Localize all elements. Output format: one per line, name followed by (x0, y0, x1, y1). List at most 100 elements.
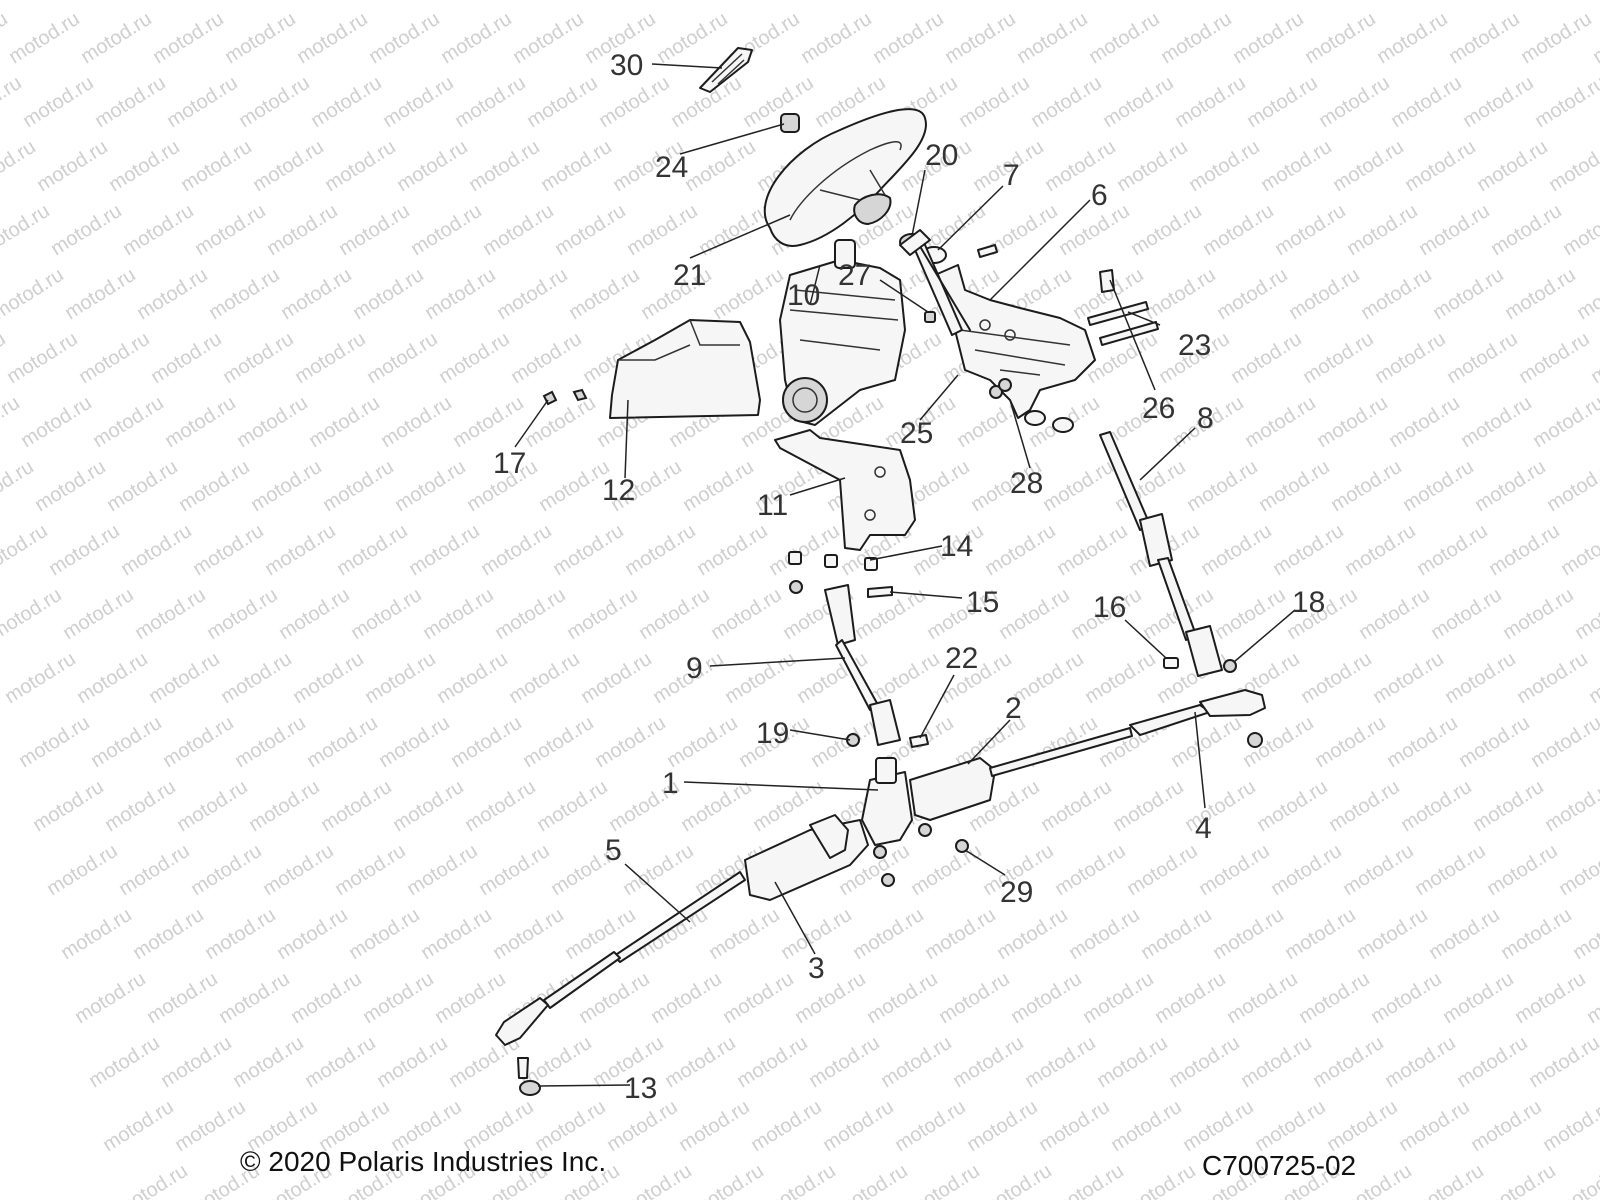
watermark-text: motod.ru (215, 968, 294, 1028)
watermark-text: motod.ru (249, 136, 328, 196)
watermark-text: motod.ru (1237, 1032, 1316, 1092)
callout-3: 3 (808, 952, 825, 985)
watermark-text: motod.ru (349, 264, 428, 324)
watermark-text: motod.ru (461, 776, 540, 836)
watermark-text: motod.ru (231, 712, 310, 772)
watermark-text: motod.ru (1429, 264, 1508, 324)
watermark-text: motod.ru (1515, 328, 1594, 388)
watermark-text: motod.ru (1385, 392, 1464, 452)
watermark-text: motod.ru (17, 392, 96, 452)
watermark-text: motod.ru (999, 0, 1078, 4)
bolts-part-14 (788, 551, 878, 571)
watermark-text: motod.ru (1071, 0, 1150, 4)
watermark-text: motod.ru (1113, 136, 1192, 196)
watermark-text: motod.ru (1325, 776, 1404, 836)
watermark-text: motod.ru (261, 520, 340, 580)
watermark-text: motod.ru (1411, 840, 1490, 900)
watermark-text: motod.ru (563, 584, 642, 644)
watermark-text: motod.ru (159, 712, 238, 772)
watermark-text: motod.ru (1269, 520, 1348, 580)
watermark-text: motod.ru (177, 136, 256, 196)
watermark-text: motod.ru (105, 136, 184, 196)
watermark-text: motod.ru (1151, 968, 1230, 1028)
callout-24: 24 (655, 151, 688, 184)
watermark-text: motod.ru (1215, 0, 1294, 4)
watermark-text: motod.ru (1545, 136, 1600, 196)
watermark-text: motod.ru (955, 72, 1034, 132)
watermark-text: motod.ru (3, 328, 82, 388)
watermark-text: motod.ru (1257, 136, 1336, 196)
watermark-text: motod.ru (1041, 136, 1120, 196)
watermark-text: motod.ru (5, 8, 84, 68)
watermark-text: motod.ru (1311, 712, 1390, 772)
bolt-part-15 (867, 586, 893, 598)
watermark-text: motod.ru (1487, 200, 1566, 260)
watermark-text: motod.ru (421, 264, 500, 324)
watermark-text: motod.ru (1183, 456, 1262, 516)
watermark-text: motod.ru (479, 200, 558, 260)
watermark-text: motod.ru (1013, 8, 1092, 68)
watermark-text: motod.ru (505, 648, 584, 708)
watermark-text: motod.ru (1453, 1032, 1532, 1092)
watermark-text: motod.ru (273, 904, 352, 964)
watermark-text: motod.ru (1355, 584, 1434, 644)
callout-25: 25 (900, 417, 933, 450)
watermark-text: motod.ru (1241, 392, 1320, 452)
watermark-text: motod.ru (145, 648, 224, 708)
watermark-text: motod.ru (1503, 0, 1582, 4)
watermark-text: motod.ru (1157, 8, 1236, 68)
callout-5: 5 (605, 834, 622, 867)
watermark-text: motod.ru (865, 648, 944, 708)
watermark-text: motod.ru (977, 1160, 1056, 1200)
watermark-text: motod.ru (1541, 776, 1600, 836)
callout-16: 16 (1093, 591, 1126, 624)
callout-14: 14 (940, 530, 973, 563)
watermark-text: motod.ru (317, 776, 396, 836)
watermark-text: motod.ru (405, 520, 484, 580)
callout-19: 19 (756, 717, 789, 750)
gas-strut-part-25 (899, 229, 971, 336)
watermark-text: motod.ru (1359, 0, 1438, 4)
watermark-text: motod.ru (259, 840, 338, 900)
watermark-text: motod.ru (1427, 584, 1506, 644)
watermark-text: motod.ru (1099, 72, 1178, 132)
watermark-text: motod.ru (565, 264, 644, 324)
watermark-text: motod.ru (1287, 0, 1366, 4)
watermark-text: motod.ru (1553, 1160, 1600, 1200)
watermark-text: motod.ru (1093, 1032, 1172, 1092)
watermark-text: motod.ru (1313, 392, 1392, 452)
watermark-text: motod.ru (533, 776, 612, 836)
watermark-text: motod.ru (247, 456, 326, 516)
watermark-text: motod.ru (393, 136, 472, 196)
callout-17: 17 (493, 447, 526, 480)
watermark-text: motod.ru (1243, 72, 1322, 132)
watermark-text: motod.ru (1455, 712, 1534, 772)
watermark-text: motod.ru (783, 0, 862, 4)
watermark-text: motod.ru (1559, 200, 1600, 260)
watermark-text: motod.ru (275, 584, 354, 644)
watermark-text: motod.ru (161, 392, 240, 452)
watermark-text: motod.ru (293, 8, 372, 68)
watermark-text: motod.ru (1329, 136, 1408, 196)
watermark-text: motod.ru (319, 456, 398, 516)
watermark-text: motod.ru (1255, 456, 1334, 516)
watermark-text: motod.ru (0, 0, 70, 4)
watermark-text: motod.ru (819, 1096, 898, 1156)
watermark-text: motod.ru (1415, 200, 1494, 260)
watermark-text: motod.ru (647, 968, 726, 1028)
watermark-text: motod.ru (1121, 1160, 1200, 1200)
watermark-text: motod.ru (163, 72, 242, 132)
watermark-text: motod.ru (489, 904, 568, 964)
watermark-text: motod.ru (0, 456, 38, 516)
watermark-text: motod.ru (567, 0, 646, 4)
leader-lines (514, 63, 1296, 1087)
watermark-text: motod.ru (1387, 72, 1466, 132)
watermark-text: motod.ru (639, 0, 718, 4)
watermark-text: motod.ru (1171, 72, 1250, 132)
tie-rod-part-4 (989, 727, 1133, 777)
watermark-text: motod.ru (693, 520, 772, 580)
watermark-text: motod.ru (1035, 1096, 1114, 1156)
watermark-text: motod.ru (449, 392, 528, 452)
watermark-text: motod.ru (1589, 8, 1600, 68)
watermark-text: motod.ru (1199, 200, 1278, 260)
